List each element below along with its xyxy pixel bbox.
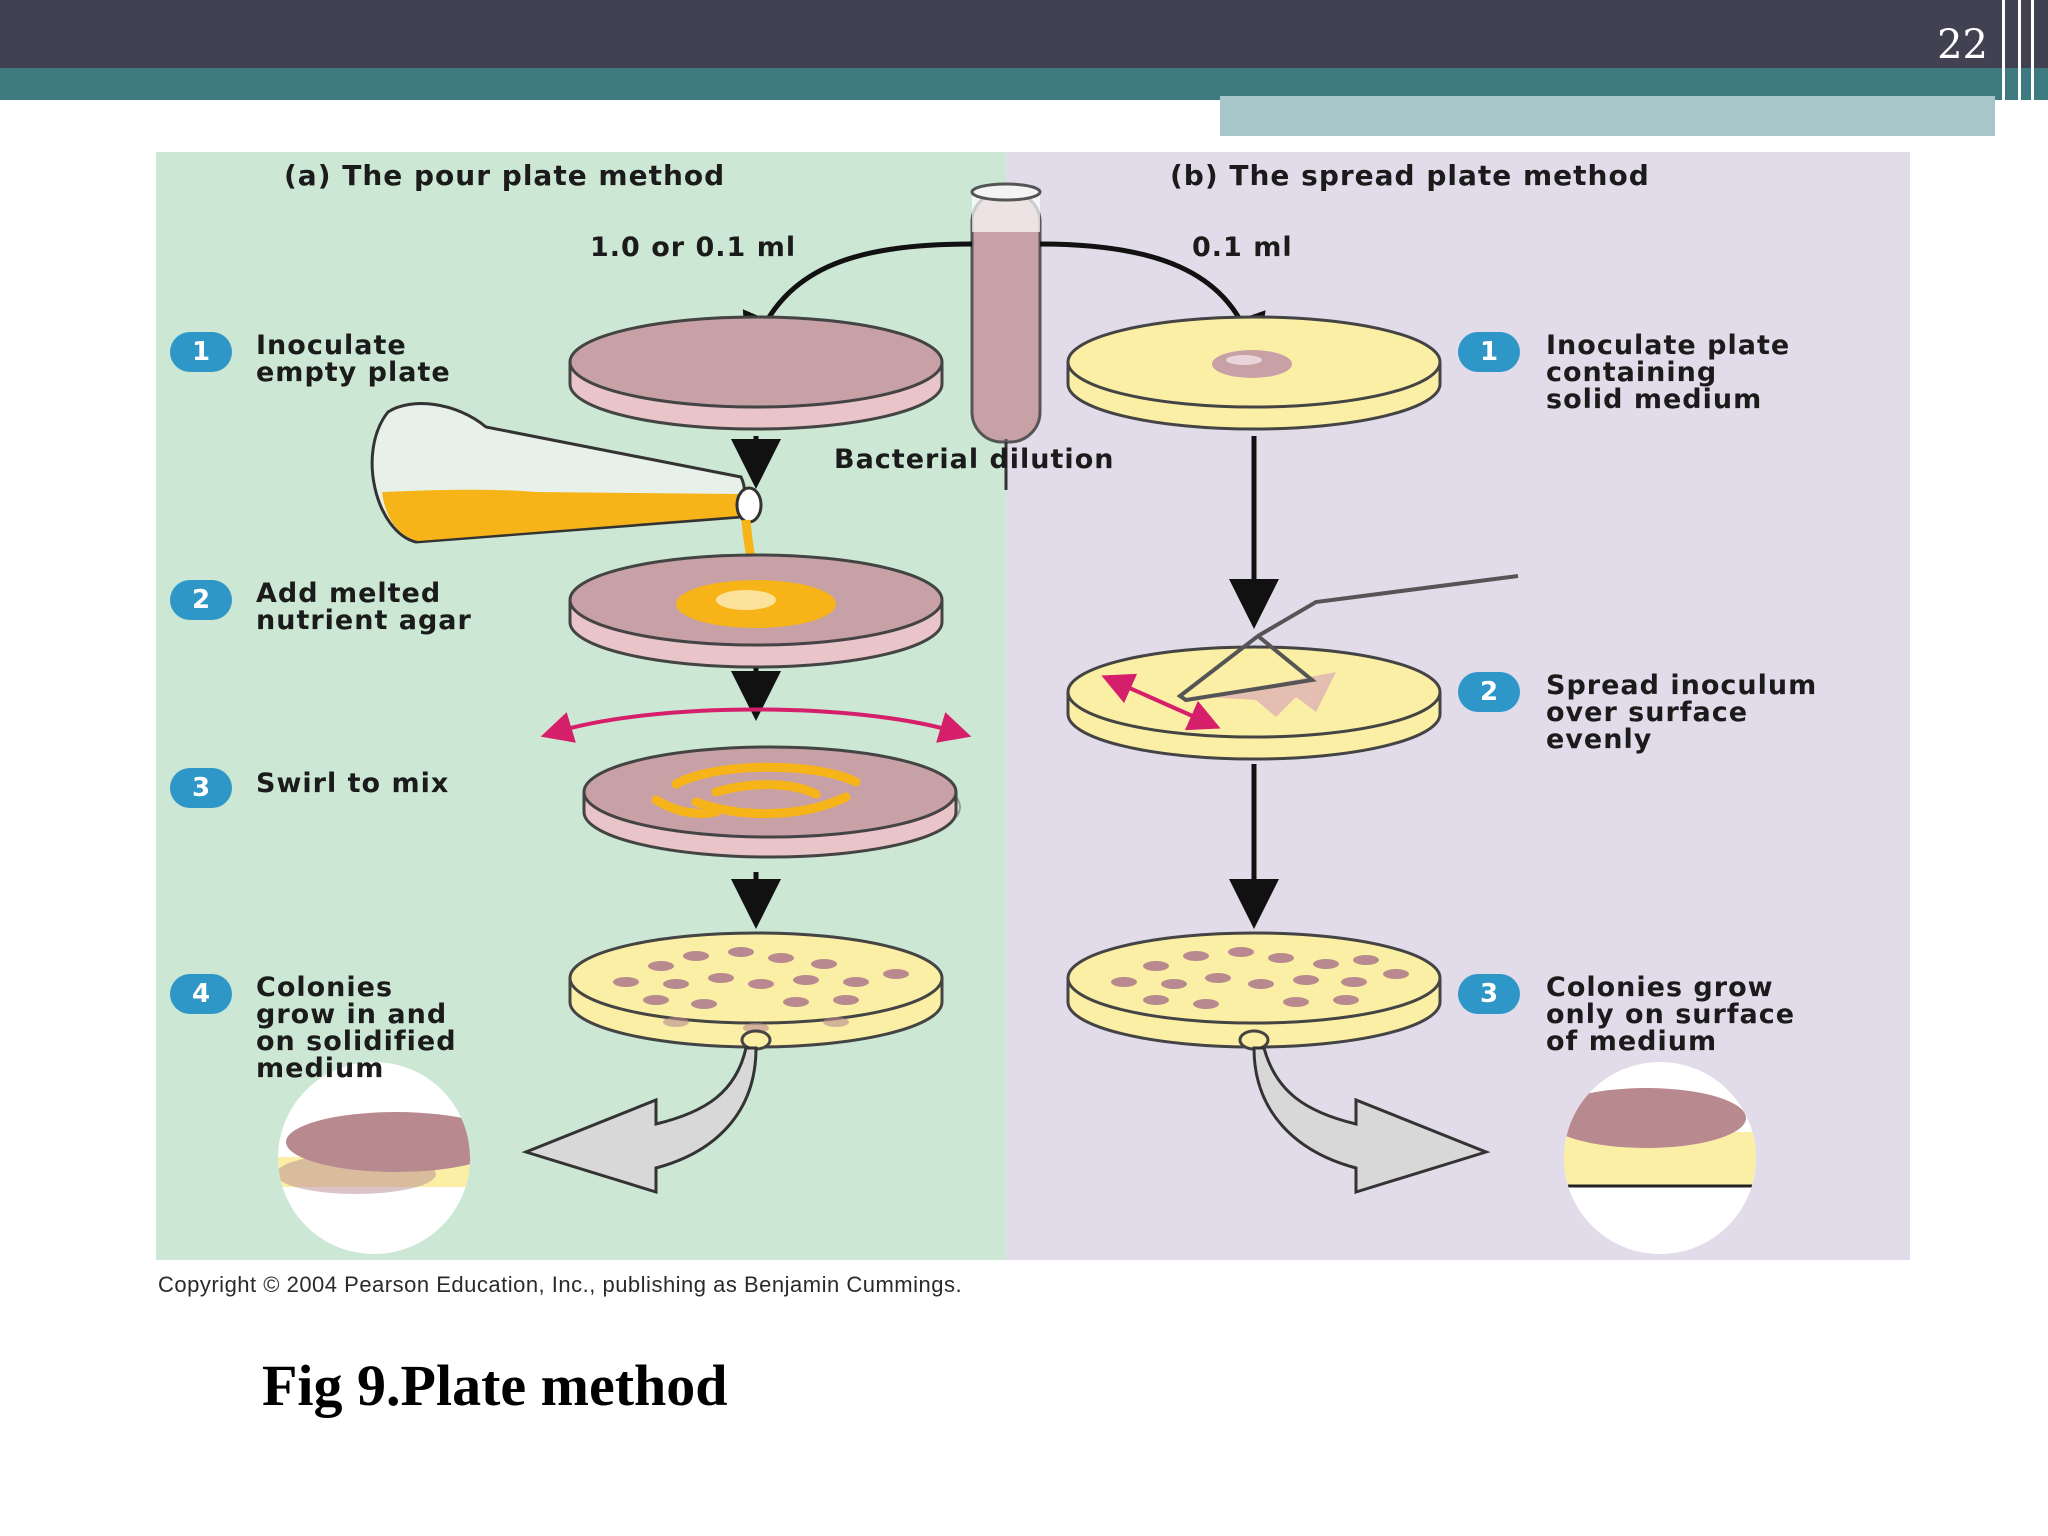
- spread-step-1-text: Inoculate plate containing solid medium: [1546, 330, 1791, 415]
- pour-step-3-text: Swirl to mix: [256, 768, 450, 799]
- spread-plate-step3: [1066, 931, 1442, 1051]
- spread-step-2-badge: 2: [1458, 672, 1520, 712]
- spread-volume-label: 0.1 ml: [1192, 232, 1293, 263]
- pour-plate-step3: [540, 707, 972, 859]
- pour-step-1-badge: 1: [170, 332, 232, 372]
- slide-number: 22: [1937, 22, 1988, 68]
- spread-step-2-text: Spread inoculum over surface evenly: [1546, 670, 1818, 755]
- slide-accent-band: [0, 68, 2048, 100]
- figure-copyright: Copyright © 2004 Pearson Education, Inc.…: [158, 1272, 963, 1297]
- pour-step-2-badge: 2: [170, 580, 232, 620]
- bacterial-dilution-tube: [970, 182, 1042, 490]
- spread-plate-step1: [1066, 315, 1442, 431]
- swirl-arrow-icon: [540, 707, 972, 743]
- pour-plate-step1: [568, 315, 944, 431]
- pour-volume-label: 1.0 or 0.1 ml: [590, 232, 797, 263]
- pour-colony-magnified: [278, 1062, 470, 1254]
- spread-plate-step2: [1066, 574, 1519, 761]
- slide-accent-band-light: [1220, 96, 1995, 136]
- spread-magnify-arrow: [1252, 1046, 1491, 1195]
- spread-direction-arrow-icon: [1101, 673, 1221, 731]
- spread-plate-title: (b) The spread plate method: [1170, 159, 1650, 192]
- slide-edge-decoration: [2002, 0, 2034, 136]
- spread-step-3-text: Colonies grow only on surface of medium: [1546, 972, 1796, 1057]
- pour-step-4-badge: 4: [170, 974, 232, 1014]
- pour-plate-step4: [568, 931, 944, 1051]
- pour-magnify-arrow: [521, 1046, 758, 1195]
- spread-colony-magnified: [1564, 1062, 1756, 1254]
- spread-step-1-badge: 1: [1458, 332, 1520, 372]
- plate-method-figure: (a) The pour plate method (b) The spread…: [156, 152, 1910, 1260]
- pour-step-3-badge: 3: [170, 768, 232, 808]
- slide-edge-decoration-line: [2018, 0, 2021, 136]
- plate-method-illustration: [156, 152, 1910, 1260]
- pour-plate-panel: [156, 152, 1006, 1260]
- bacterial-dilution-label: Bacterial dilution: [834, 444, 1115, 475]
- figure-caption: Fig 9.Plate method: [262, 1353, 728, 1418]
- pour-step-4-text: Colonies grow in and on solidified mediu…: [256, 972, 457, 1084]
- pour-step-1-text: Inoculate empty plate: [256, 330, 451, 388]
- pour-step-2-text: Add melted nutrient agar: [256, 578, 472, 636]
- pour-plate-title: (a) The pour plate method: [284, 159, 726, 192]
- pour-plate-step2: [568, 553, 944, 669]
- spread-step-3-badge: 3: [1458, 974, 1520, 1014]
- spreader-rod-icon: [1176, 574, 1519, 703]
- slide-header-bar: [0, 0, 2048, 68]
